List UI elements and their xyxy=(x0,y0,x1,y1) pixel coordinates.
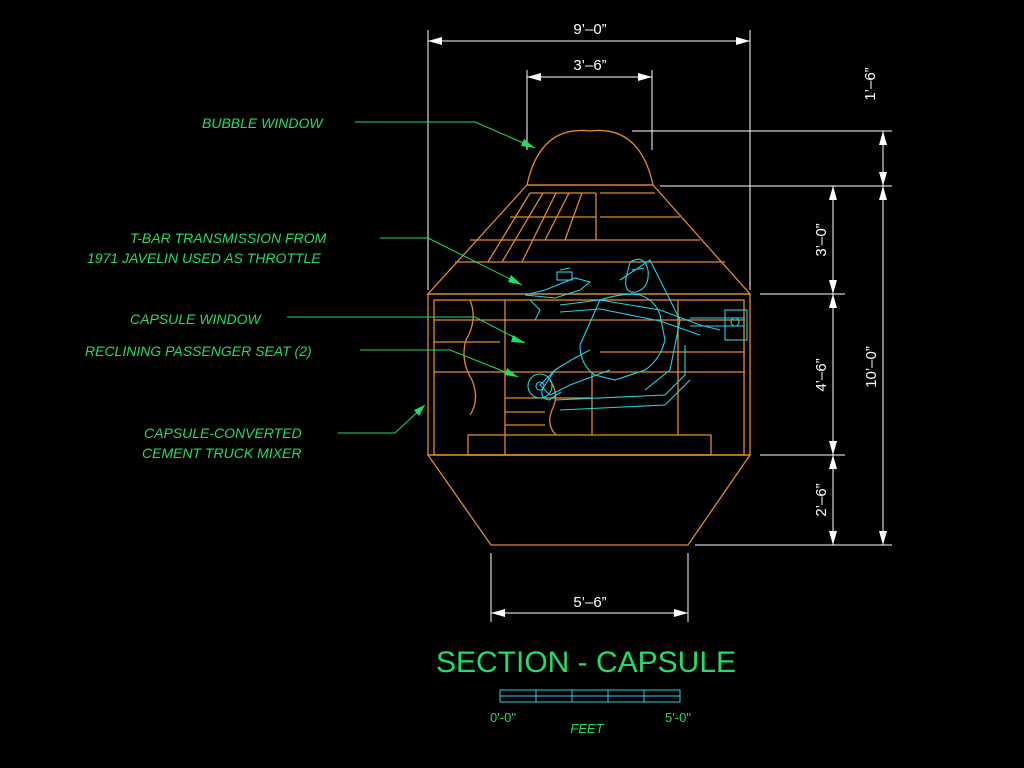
capsule-body xyxy=(426,129,752,546)
pilot-figure xyxy=(524,258,748,411)
dim-right-bubble: 1’–6” xyxy=(862,67,879,100)
drawing-title: SECTION - CAPSULE xyxy=(436,646,736,679)
dim-right-total: 10’–0” xyxy=(863,346,880,388)
label-bubble-window: BUBBLE WINDOW xyxy=(202,115,324,131)
dim-top-width: 9’–0” xyxy=(573,21,606,38)
dim-right-upper: 3’–0” xyxy=(813,223,830,256)
label-tbar-line1: T-BAR TRANSMISSION FROM xyxy=(130,230,327,246)
label-capsule-window: CAPSULE WINDOW xyxy=(130,311,262,327)
label-tbar-line2: 1971 JAVELIN USED AS THROTTLE xyxy=(87,250,321,266)
label-reclining-seat: RECLINING PASSENGER SEAT (2) xyxy=(85,343,312,359)
dim-right-lower: 2’–6” xyxy=(813,483,830,516)
dim-bottom-width: 5’–6” xyxy=(573,594,606,611)
label-mixer-line2: CEMENT TRUCK MIXER xyxy=(142,445,301,461)
dim-right-middle: 4’–6” xyxy=(813,358,830,391)
dimension-lines xyxy=(427,30,892,622)
dim-inner-width: 3’–6” xyxy=(573,57,606,74)
annotation-arrowheads xyxy=(414,139,535,416)
scale-left-label: 0'-0" xyxy=(490,710,516,725)
scale-unit-label: FEET xyxy=(570,721,604,736)
scale-bar xyxy=(499,689,681,703)
scale-right-label: 5'-0" xyxy=(665,710,691,725)
label-mixer-line1: CAPSULE-CONVERTED xyxy=(144,425,302,441)
annotation-leaders xyxy=(287,121,536,434)
dimension-arrows xyxy=(428,37,887,617)
